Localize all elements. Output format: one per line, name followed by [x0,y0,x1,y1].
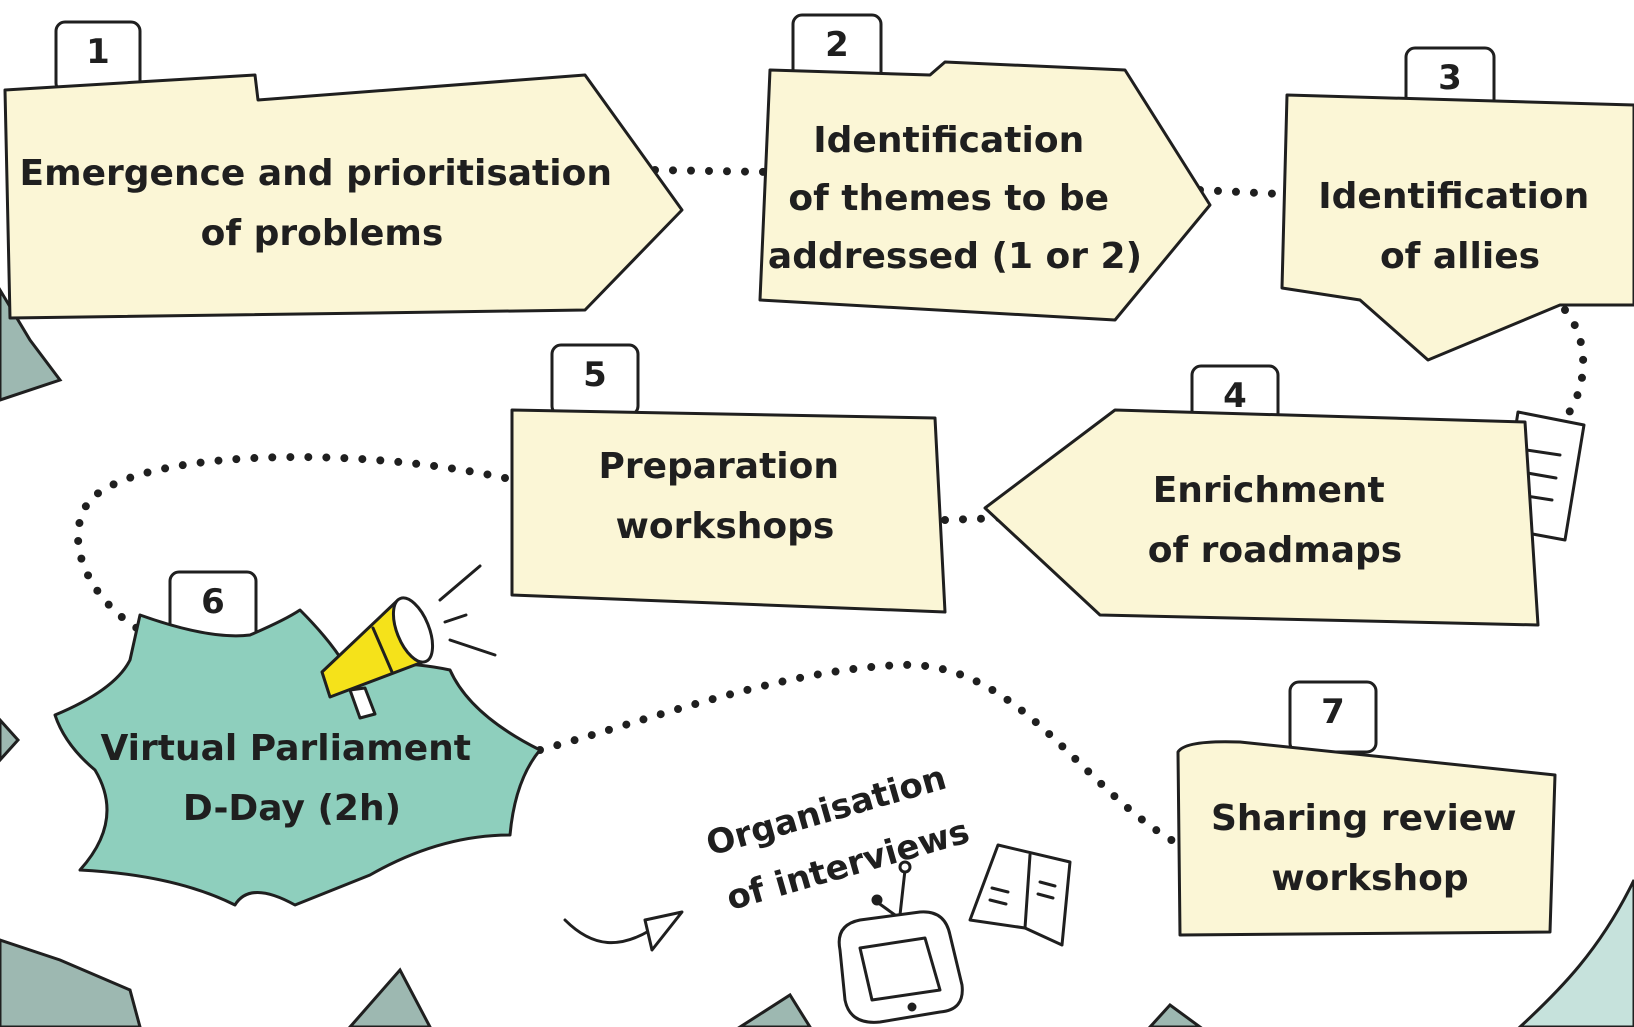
annotation-label: Organisation of interviews [702,754,978,920]
step-4-number: 4 [1223,376,1247,416]
step-4-label: Enrichment of roadmaps [1148,470,1402,571]
step-4: 4 Enrichment of roadmaps [983,364,1540,627]
background-shapes [0,287,1634,1027]
step-1: 1 Emergence and prioritisation of proble… [3,20,684,320]
step-2-label: Identification of themes to be addressed… [768,120,1142,277]
annotation-interviews: Organisation of interviews [702,754,978,920]
step-2-shape [758,60,1212,322]
step-6-number: 6 [201,582,225,622]
step-1-shape [3,73,684,320]
step-1-number: 1 [86,32,110,72]
step-3: 3 Identification of allies [1280,46,1634,362]
connector-3-4 [1556,306,1588,429]
connector-2-3 [1196,186,1284,198]
megaphone-icon [320,564,497,720]
step-7-label: Sharing review workshop [1211,798,1529,899]
step-3-number: 3 [1438,58,1462,98]
step-6-shape [53,608,542,907]
connector-4-5 [941,514,1004,524]
tv-icon [837,860,964,1024]
step-5-label: Preparation workshops [598,446,851,547]
step-6-label: Virtual Parliament D-Day (2h) [100,728,483,829]
arrow-icon [563,910,684,952]
step-7-number: 7 [1321,692,1345,732]
connector-5-6 [74,453,509,634]
step-3-label: Identification of allies [1318,176,1602,277]
step-5: 5 Preparation workshops [510,343,947,614]
step-4-shape [983,408,1540,627]
step-7: 7 Sharing review workshop [1176,680,1557,937]
connector-1-2 [651,166,774,176]
step-6: 6 Virtual Parliament D-Day (2h) [53,570,542,907]
step-5-number: 5 [583,355,607,395]
step-3-shape [1280,93,1634,362]
book-icon [968,843,1072,947]
step-2-number: 2 [825,25,849,65]
connectors [74,166,1588,849]
step-7-shape [1176,740,1557,937]
step-5-shape [510,408,947,614]
step-1-label: Emergence and prioritisation of problems [19,153,624,254]
step-2: 2 Identification of themes to be address… [758,13,1212,322]
